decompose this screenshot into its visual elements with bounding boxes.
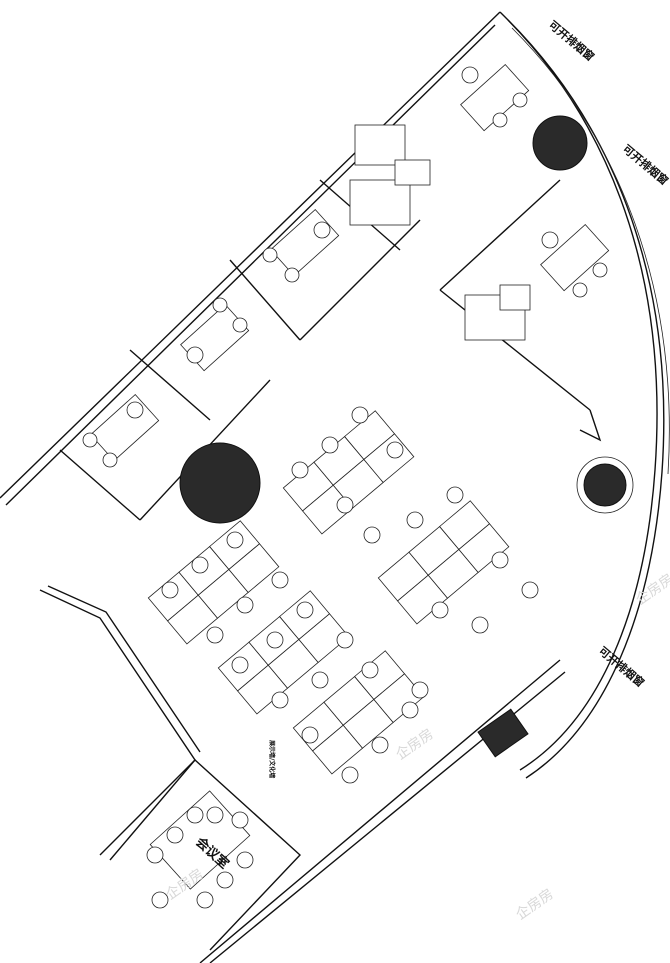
small-note-label: 展示墙/文化墙 bbox=[268, 740, 276, 778]
workstation-chairs bbox=[161, 406, 539, 784]
window-label-top: 可开排烟窗 bbox=[546, 18, 597, 64]
window-label-bottom: 可开排烟窗 bbox=[596, 644, 647, 690]
window-label-mid: 可开排烟窗 bbox=[620, 142, 670, 188]
columns bbox=[179, 115, 634, 758]
watermark-1: 企房房 bbox=[393, 725, 437, 763]
workstations bbox=[147, 406, 539, 784]
watermark-3: 企房房 bbox=[633, 570, 670, 608]
meeting-room bbox=[99, 759, 302, 951]
exterior-walls bbox=[0, 11, 670, 963]
private-offices bbox=[59, 63, 610, 521]
watermark-2: 企房房 bbox=[513, 885, 557, 923]
